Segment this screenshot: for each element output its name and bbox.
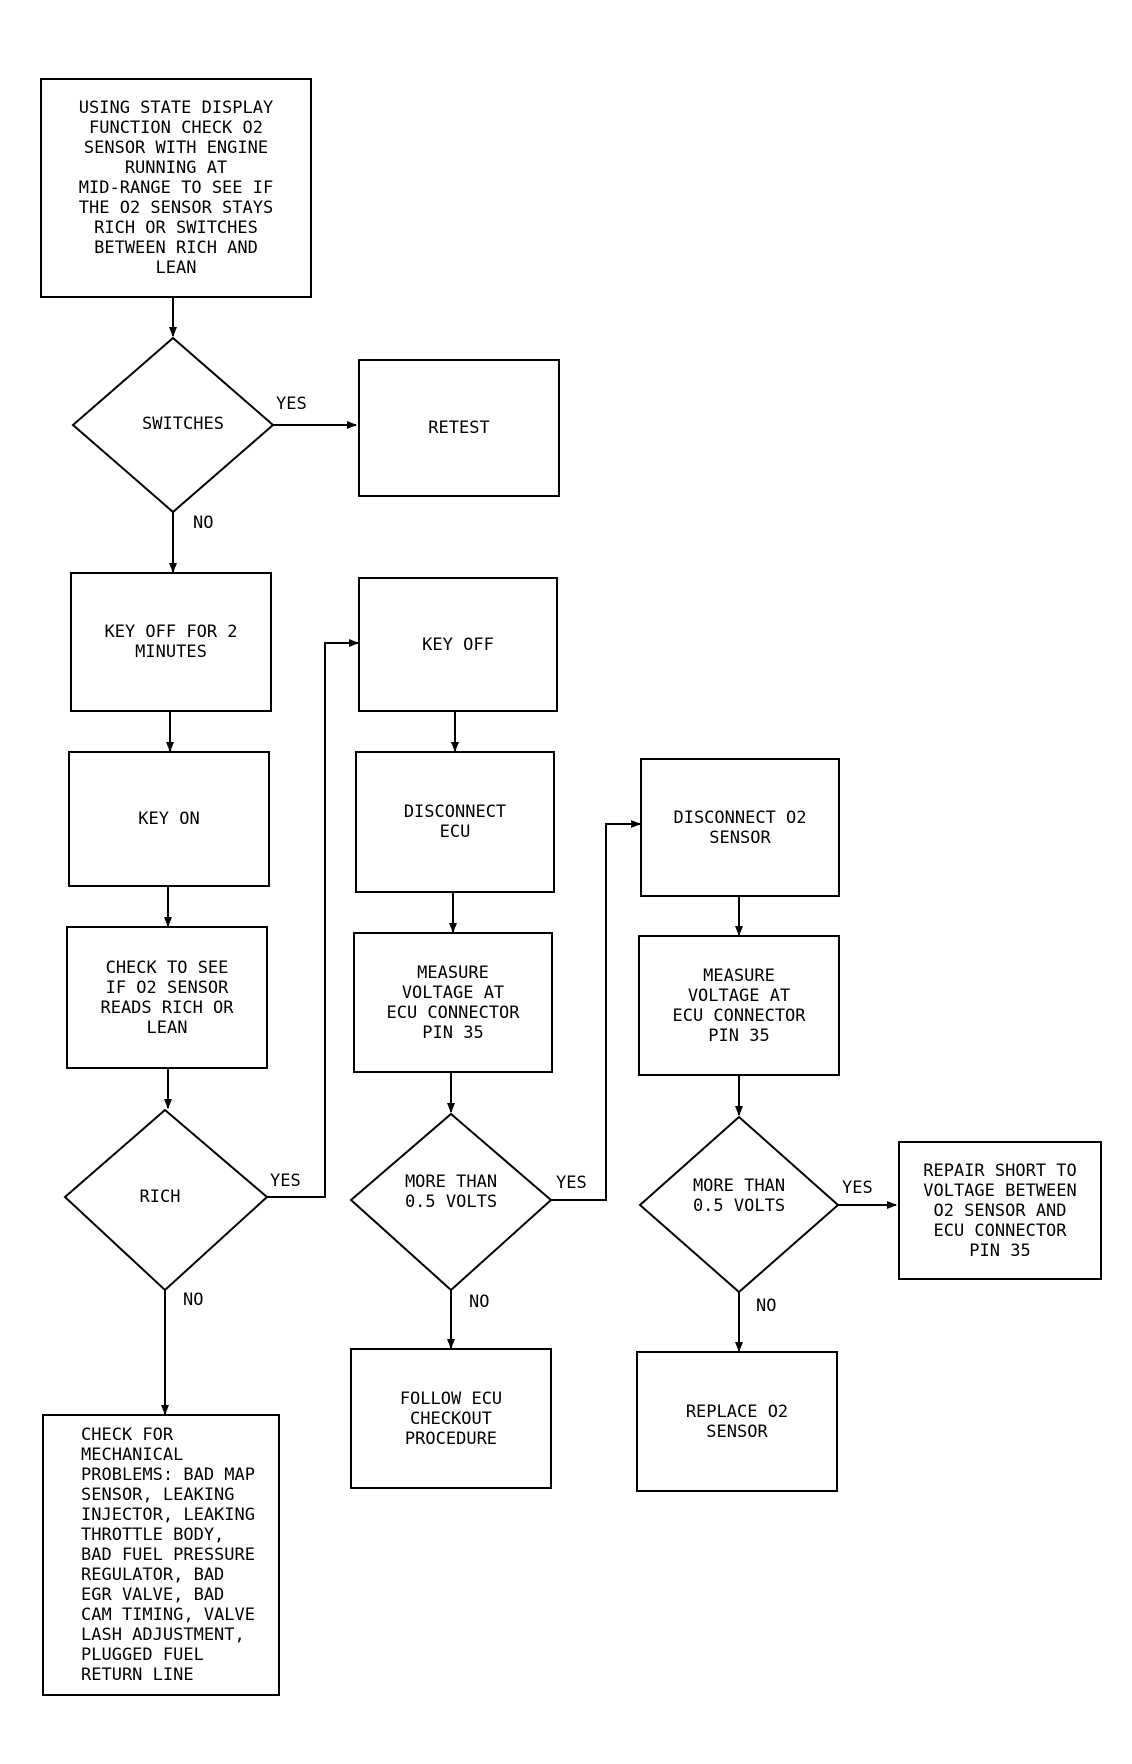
decision-more-than-1-label: MORE THAN 0.5 VOLTS bbox=[404, 1172, 498, 1212]
more-than-2-yes-label: YES bbox=[842, 1178, 873, 1198]
step-check-rich-lean-text: CHECK TO SEE IF O2 SENSOR READS RICH OR … bbox=[100, 957, 234, 1038]
step-replace-o2-sensor: REPLACE O2 SENSOR bbox=[636, 1351, 838, 1492]
step-follow-ecu-checkout-text: FOLLOW ECU CHECKOUT PROCEDURE bbox=[399, 1388, 503, 1449]
step-repair-short: REPAIR SHORT TO VOLTAGE BETWEEN O2 SENSO… bbox=[898, 1141, 1102, 1280]
step-measure-voltage-1: MEASURE VOLTAGE AT ECU CONNECTOR PIN 35 bbox=[353, 932, 553, 1073]
more-than-2-no-label: NO bbox=[756, 1296, 777, 1316]
switches-no-label: NO bbox=[193, 513, 214, 533]
step-retest-text: RETEST bbox=[428, 418, 490, 438]
more-than-1-no-label: NO bbox=[469, 1292, 490, 1312]
decision-more-than-2 bbox=[638, 1115, 840, 1294]
arrow-morethan1-disconnect-o2 bbox=[551, 820, 641, 1201]
step-key-on: KEY ON bbox=[68, 751, 270, 887]
arrow-rich-keyoff bbox=[267, 639, 359, 1198]
switches-yes-label: YES bbox=[276, 394, 307, 414]
step-check-mechanical-text: CHECK FOR MECHANICAL PROBLEMS: BAD MAP S… bbox=[81, 1425, 255, 1685]
step-key-off-text: KEY OFF bbox=[422, 634, 494, 655]
step-disconnect-o2-sensor: DISCONNECT O2 SENSOR bbox=[640, 758, 840, 897]
rich-yes-label: YES bbox=[270, 1171, 301, 1191]
decision-more-than-2-label: MORE THAN 0.5 VOLTS bbox=[692, 1176, 786, 1216]
step-check-o2-sensor-text: USING STATE DISPLAY FUNCTION CHECK O2 SE… bbox=[78, 98, 274, 278]
decision-more-than-1 bbox=[349, 1112, 553, 1292]
step-check-mechanical: CHECK FOR MECHANICAL PROBLEMS: BAD MAP S… bbox=[42, 1414, 280, 1696]
step-replace-o2-sensor-text: REPLACE O2 SENSOR bbox=[685, 1401, 789, 1442]
step-follow-ecu-checkout: FOLLOW ECU CHECKOUT PROCEDURE bbox=[350, 1348, 552, 1489]
step-disconnect-ecu: DISCONNECT ECU bbox=[355, 751, 555, 893]
step-disconnect-o2-sensor-text: DISCONNECT O2 SENSOR bbox=[673, 807, 807, 848]
step-measure-voltage-2-text: MEASURE VOLTAGE AT ECU CONNECTOR PIN 35 bbox=[672, 965, 806, 1046]
step-measure-voltage-1-text: MEASURE VOLTAGE AT ECU CONNECTOR PIN 35 bbox=[386, 962, 520, 1043]
step-retest: RETEST bbox=[358, 359, 560, 497]
step-check-rich-lean: CHECK TO SEE IF O2 SENSOR READS RICH OR … bbox=[66, 926, 268, 1069]
decision-rich-label: RICH bbox=[139, 1187, 181, 1207]
step-key-off-2-minutes: KEY OFF FOR 2 MINUTES bbox=[70, 572, 272, 712]
decision-switches-label: SWITCHES bbox=[142, 414, 224, 434]
rich-no-label: NO bbox=[183, 1290, 204, 1310]
decision-rich bbox=[63, 1108, 269, 1292]
step-key-off: KEY OFF bbox=[358, 577, 558, 712]
step-disconnect-ecu-text: DISCONNECT ECU bbox=[403, 802, 507, 842]
step-key-on-text: KEY ON bbox=[138, 809, 200, 829]
step-measure-voltage-2: MEASURE VOLTAGE AT ECU CONNECTOR PIN 35 bbox=[638, 935, 840, 1076]
step-key-off-2-minutes-text: KEY OFF FOR 2 MINUTES bbox=[104, 622, 238, 662]
step-check-o2-sensor: USING STATE DISPLAY FUNCTION CHECK O2 SE… bbox=[40, 78, 312, 298]
more-than-1-yes-label: YES bbox=[556, 1173, 587, 1193]
decision-switches bbox=[71, 336, 275, 514]
step-repair-short-text: REPAIR SHORT TO VOLTAGE BETWEEN O2 SENSO… bbox=[923, 1160, 1077, 1261]
